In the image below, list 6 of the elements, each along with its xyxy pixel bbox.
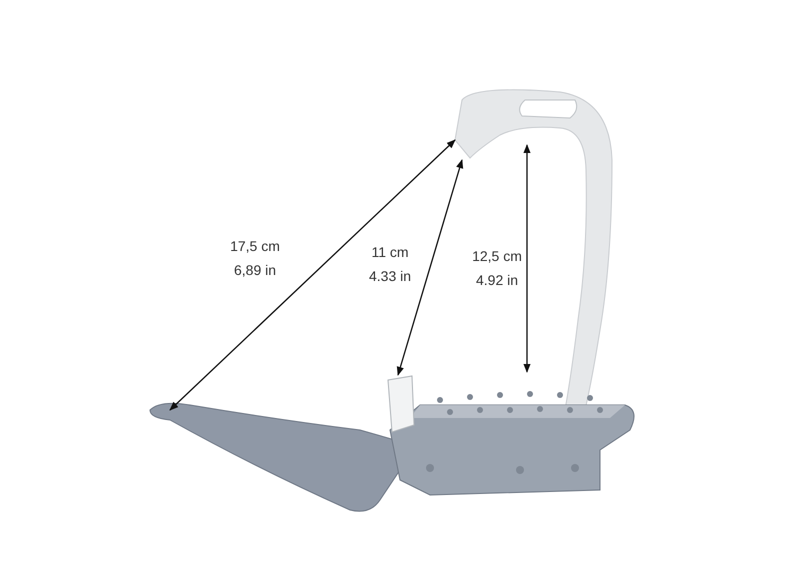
dimension-label: 4.92 in — [476, 272, 518, 288]
dimension-label: 4.33 in — [368, 268, 412, 284]
dimension-label: 6,89 in — [234, 262, 276, 278]
dimension-label: 17,5 cm — [230, 238, 280, 254]
dimension-label: 11 cm — [371, 244, 409, 260]
dimension-label: 12,5 cm — [472, 248, 522, 264]
